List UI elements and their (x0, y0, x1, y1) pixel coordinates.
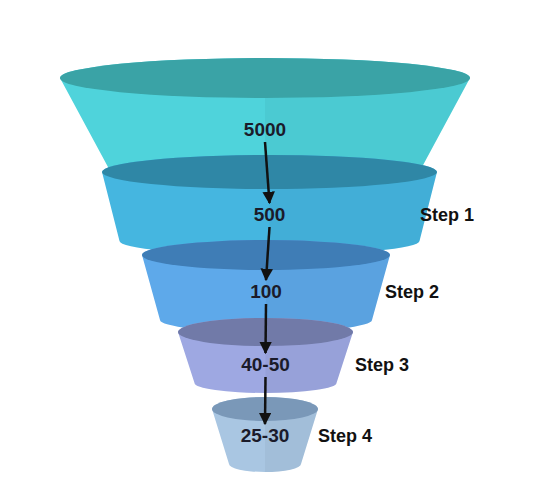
flow-arrow (265, 142, 270, 203)
band-top (212, 397, 318, 421)
funnel-band: 25-30Step 4 (212, 397, 318, 472)
band-top (142, 240, 390, 270)
band-body (102, 155, 437, 255)
flow-arrow (264, 304, 267, 353)
band-top (102, 155, 437, 189)
step-label: Step 4 (318, 425, 372, 447)
stage-count: 500 (102, 204, 437, 226)
band-body (60, 58, 470, 198)
band-top (178, 318, 353, 346)
flow-arrow (264, 377, 267, 424)
step-label: Step 3 (355, 354, 409, 376)
funnel-band: 500Step 1 (102, 155, 437, 255)
funnel-band: 40-50Step 3 (178, 318, 353, 393)
step-label: Step 2 (385, 281, 439, 303)
band-body (178, 318, 353, 393)
stage-count: 5000 (60, 119, 470, 141)
band-body (212, 397, 318, 472)
stage-count: 40-50 (178, 354, 353, 376)
stage-count: 25-30 (212, 425, 318, 447)
step-label: Step 1 (420, 204, 474, 226)
flow-arrow (266, 227, 270, 280)
stage-count: 100 (142, 281, 390, 303)
band-top (60, 58, 470, 98)
